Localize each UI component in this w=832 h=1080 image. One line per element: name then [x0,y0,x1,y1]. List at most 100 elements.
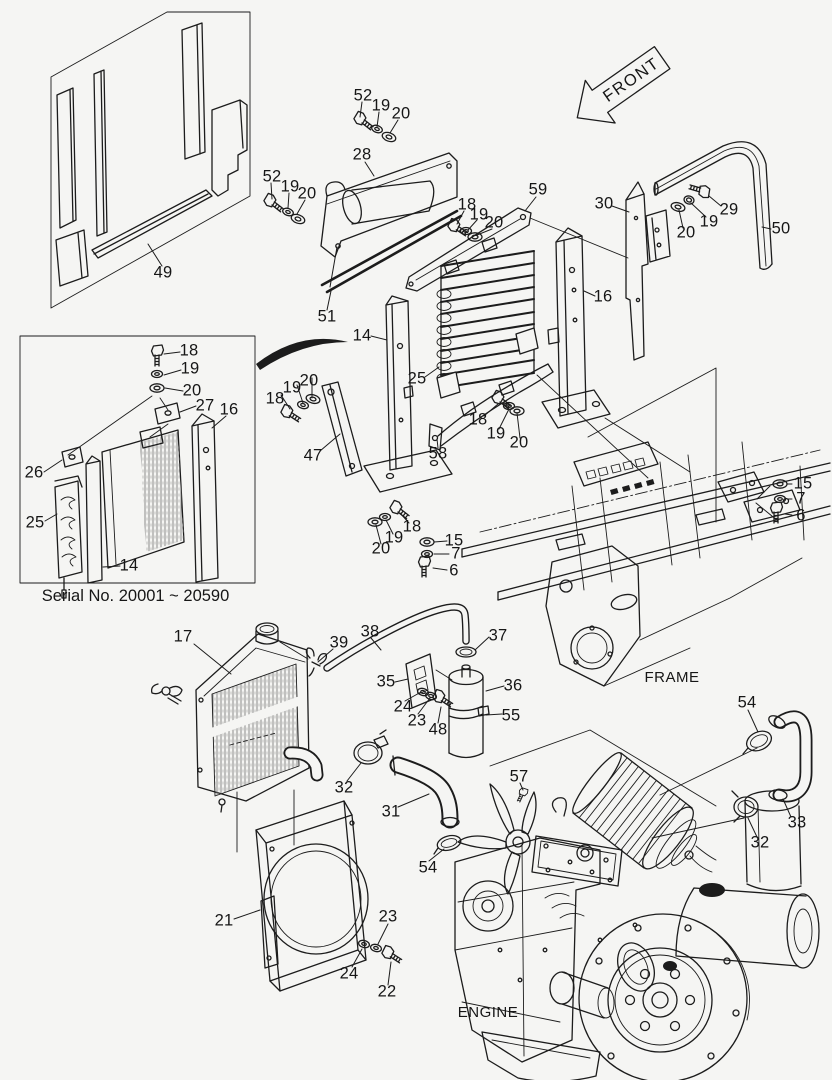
part-label-19: 19 [384,528,404,547]
part-label-20: 20 [484,213,504,232]
part-label-52: 52 [353,86,373,105]
part-label-16: 16 [219,400,239,419]
part-label-47: 47 [303,446,323,465]
part-label-14: 14 [352,326,372,345]
hose-33 [768,710,813,803]
part-label-15: 15 [444,531,464,550]
part-label-20: 20 [676,223,696,242]
support-14 [363,295,453,493]
leader-lines [43,101,793,986]
part-label-6: 6 [796,506,806,525]
part-label-18: 18 [468,410,488,429]
part-label-7: 7 [796,489,806,508]
part-label-38: 38 [360,622,380,641]
part-label-20: 20 [299,371,319,390]
part-label-23: 23 [407,711,427,730]
part-label-19: 19 [280,177,300,196]
part-label-19: 19 [371,96,391,115]
part-label-50: 50 [771,219,791,238]
part-label-55: 55 [501,706,521,725]
part-label-18: 18 [402,517,422,536]
part-label-24: 24 [393,697,413,716]
part-label-31: 31 [381,802,401,821]
bracket-28 [320,152,458,258]
part-label-52: 52 [262,167,282,186]
part-label-35: 35 [376,672,396,691]
radiator-17 [150,622,328,813]
frame-caption: FRAME [644,669,700,686]
part-label-20: 20 [371,539,391,558]
part-label-18: 18 [265,389,285,408]
part-label-49: 49 [153,263,173,282]
front-arrow: FRONT [576,45,671,124]
part-label-22: 22 [377,982,397,1001]
overflow-hose-38 [323,603,470,672]
zone-lines [236,217,717,853]
part-label-20: 20 [297,184,317,203]
clamp-54-lower [433,834,462,855]
part-label-39: 39 [329,633,349,652]
part-label-32: 32 [334,778,354,797]
fan-shroud-21 [255,800,369,992]
part-label-23: 23 [378,907,398,926]
part-label-27: 27 [195,396,215,415]
clamp-32-upper [731,790,759,823]
brace-47 [321,381,363,477]
seal-strip-51 [320,209,463,294]
part-label-14: 14 [119,556,139,575]
part-label-54: 54 [737,693,757,712]
serial-inset [19,335,256,599]
part-label-26: 26 [24,463,44,482]
part-label-18: 18 [457,195,477,214]
part-label-6: 6 [449,561,459,580]
swoosh-pointer [256,338,348,370]
part-label-58: 58 [428,444,448,463]
frame-drawing [461,441,831,687]
part-label-28: 28 [352,145,372,164]
part-label-57: 57 [509,767,529,786]
wing-bolt [150,683,183,705]
part-label-19: 19 [180,359,200,378]
part-label-51: 51 [317,307,337,326]
serial-number-caption: Serial No. 20001 ~ 20590 [41,587,230,605]
part-label-37: 37 [488,626,508,645]
part-label-20: 20 [509,433,529,452]
reservoir-tank-36 [448,646,490,759]
part-label-19: 19 [486,424,506,443]
hose-31 [389,755,460,829]
part-label-25: 25 [25,513,45,532]
part-label-17: 17 [173,627,193,646]
part-label-7: 7 [451,544,461,563]
part-label-19: 19 [699,212,719,231]
part-label-48: 48 [428,720,448,739]
part-label-19: 19 [282,378,302,397]
part-label-21: 21 [214,911,234,930]
part-label-25: 25 [407,369,427,388]
part-label-20: 20 [391,104,411,123]
strap-58 [428,363,554,451]
part-label-15: 15 [793,474,813,493]
part-label-30: 30 [594,194,614,213]
oil-cooler-25 [436,250,539,399]
tie-bar-59 [405,207,532,292]
part-label-16: 16 [593,287,613,306]
part-label-32: 32 [750,833,770,852]
part-label-24: 24 [339,964,359,983]
part-label-19: 19 [469,205,489,224]
part-label-33: 33 [787,813,807,832]
clip-39 [305,647,328,677]
clamp-54-upper [742,730,773,755]
engine-drawing [454,747,820,1080]
part-label-18: 18 [179,341,199,360]
clamp-32 [353,729,389,765]
bracket-30 [625,181,671,361]
inset-box-49 [50,11,251,309]
support-16 [541,227,611,429]
part-label-59: 59 [528,180,548,199]
part-label-36: 36 [503,676,523,695]
part-label-54: 54 [418,858,438,877]
part-label-29: 29 [719,200,739,219]
part-label-20: 20 [182,381,202,400]
